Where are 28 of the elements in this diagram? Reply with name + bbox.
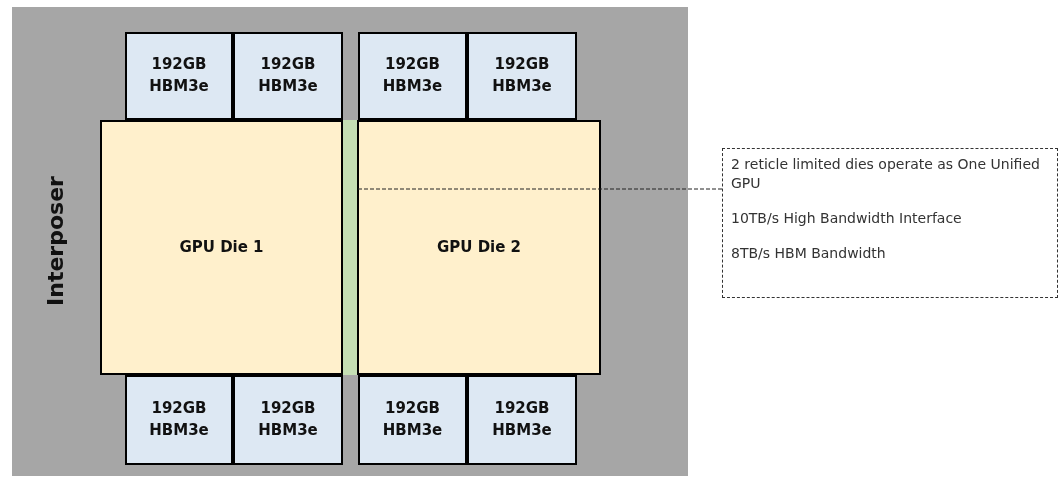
memory-stack-box (358, 32, 467, 120)
memory-label: 192GB HBM3e (148, 54, 210, 97)
gpu-die-box (357, 120, 601, 375)
memory-stack-box (233, 375, 343, 465)
memory-stack-box (233, 32, 343, 120)
die-interconnect-bar (343, 120, 357, 375)
callout-note: 8TB/s HBM Bandwidth (731, 243, 886, 263)
memory-label: 192GB HBM3e (381, 398, 444, 441)
die-label: GPU Die 2 (436, 236, 522, 258)
die-label: GPU Die 1 (179, 236, 264, 258)
memory-stack-box (467, 32, 577, 120)
callout-box (722, 148, 1058, 298)
memory-stack-box (125, 375, 233, 465)
memory-stack-box (358, 375, 467, 465)
gpu-die-box (100, 120, 343, 375)
memory-label: 192GB HBM3e (257, 398, 319, 441)
memory-label: 192GB HBM3e (381, 54, 444, 97)
interposer-substrate (12, 7, 688, 476)
memory-stack-box (467, 375, 577, 465)
memory-label: 192GB HBM3e (491, 398, 553, 441)
leader-line (356, 188, 723, 190)
memory-stack-box (125, 32, 233, 120)
memory-label: 192GB HBM3e (491, 54, 553, 97)
callout-note: 10TB/s High Bandwidth Interface (731, 208, 962, 228)
memory-label: 192GB HBM3e (148, 398, 210, 441)
callout-note: 2 reticle limited dies operate as One Unified GPU (731, 155, 1041, 193)
memory-label: 192GB HBM3e (257, 54, 319, 97)
interposer-label: Interposer (42, 176, 68, 306)
